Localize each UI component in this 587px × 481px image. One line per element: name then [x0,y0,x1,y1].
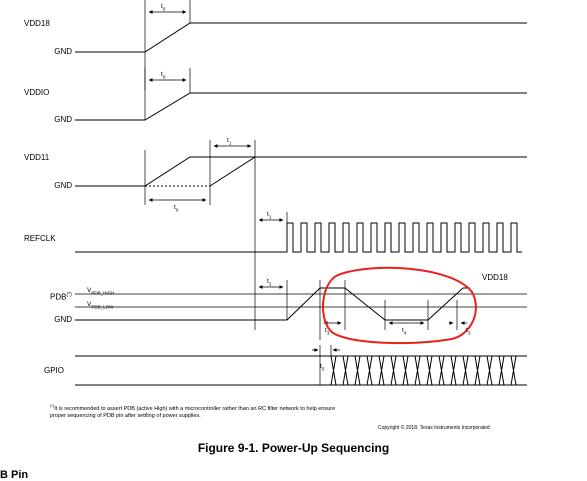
copyright-notice: Copyright © 2018, Texas Instruments Inco… [378,425,490,431]
vdd11-waveform [75,156,527,187]
timing-label-t1-refclk: t1 [267,210,271,222]
vdd18-waveform [75,22,527,53]
vpdb-high-sub: PDB_HIGH [91,290,115,296]
timing-label-t4: t4 [402,326,406,338]
timing-label-t0-vdd11: t0 [174,203,178,215]
t4-sub: 4 [403,330,407,336]
pdb-timing-markers [258,280,467,340]
gnd-label-vddio: GND [54,115,72,124]
signal-label-vdd18: VDD18 [24,19,50,28]
signal-label-gpio: GPIO [44,366,65,375]
gpio-t5-marker [312,345,340,385]
next-section-heading: B Pin [0,469,29,481]
pdb-threshold-lines [75,293,527,308]
signal-label-vdd11: VDD11 [24,153,50,162]
highlight-annotation [321,266,477,345]
vpdb-low-label: VPDB_LOW [87,300,113,312]
signal-label-pdb: PDB(*) [50,290,72,303]
vdd18-t0-marker [144,0,191,90]
vpdb-low-v: V [87,301,92,308]
pdb-waveform [75,287,470,321]
t1-vdd11-t: t [227,137,229,144]
footnote-mark: (*) [50,403,55,408]
pdb-note-mark: (*) [66,292,72,298]
vpdb-high-label: VPDB_HIGH [87,286,114,298]
refclk-t1-marker [258,212,288,223]
t1-refclk-t: t [267,211,269,218]
vpdb-low-sub: PDB_LOW [91,304,114,310]
t0-vdd18-sub: 0 [162,6,166,12]
t0-vdd11-sub: 0 [175,207,179,213]
t0-vddio-t: t [161,71,163,78]
t3-right-t: t [466,327,468,334]
t1-vdd11-sub: 1 [228,140,232,146]
vdd11-timing-markers [144,140,256,330]
timing-label-t3-left: t3 [325,326,329,338]
signal-label-refclk: REFCLK [24,234,56,243]
timing-label-t0-vddio: t0 [161,70,165,82]
footnote-line-2: proper sequencing of PDB pin after settl… [50,412,201,419]
figure-caption: Figure 9-1. Power-Up Sequencing [197,441,390,455]
t0-vdd18-t: t [161,3,163,10]
timing-label-t5: t5 [320,362,324,374]
timing-label-t1-vdd11: t1 [227,136,231,148]
t0-vddio-sub: 0 [162,74,166,80]
t3-left-sub: 3 [326,330,330,336]
t2-t: t [267,278,269,285]
vddio-t0-marker [144,68,191,120]
vpdb-high-v: V [87,287,92,294]
footnote-line-1: It is recommended to assert PDB (active … [54,405,336,412]
timing-label-t0-vdd18: t0 [161,2,165,14]
timing-label-t2: t2 [267,277,271,289]
pdb-name: PDB [50,292,67,302]
t0-vdd11-t: t [174,204,176,211]
t3-right-sub: 3 [467,330,471,336]
t3-left-t: t [325,327,327,334]
vddio-waveform [75,92,527,121]
gnd-label-pdb: GND [54,315,72,324]
vdd18-reference-label: VDD18 [482,273,508,282]
t5-t: t [320,363,322,370]
footnote: (*)It is recommended to assert PDB (acti… [50,402,335,420]
refclk-waveform [75,222,522,253]
signal-label-vddio: VDDIO [24,88,50,97]
gpio-waveform [75,355,527,386]
t1-refclk-sub: 1 [268,214,272,220]
t5-sub: 5 [321,366,325,372]
gnd-label-vdd11: GND [54,181,72,190]
t4-t: t [402,327,404,334]
gnd-label-vdd18: GND [54,47,72,56]
timing-label-t3-right: t3 [466,326,470,338]
t2-sub: 2 [268,281,272,287]
